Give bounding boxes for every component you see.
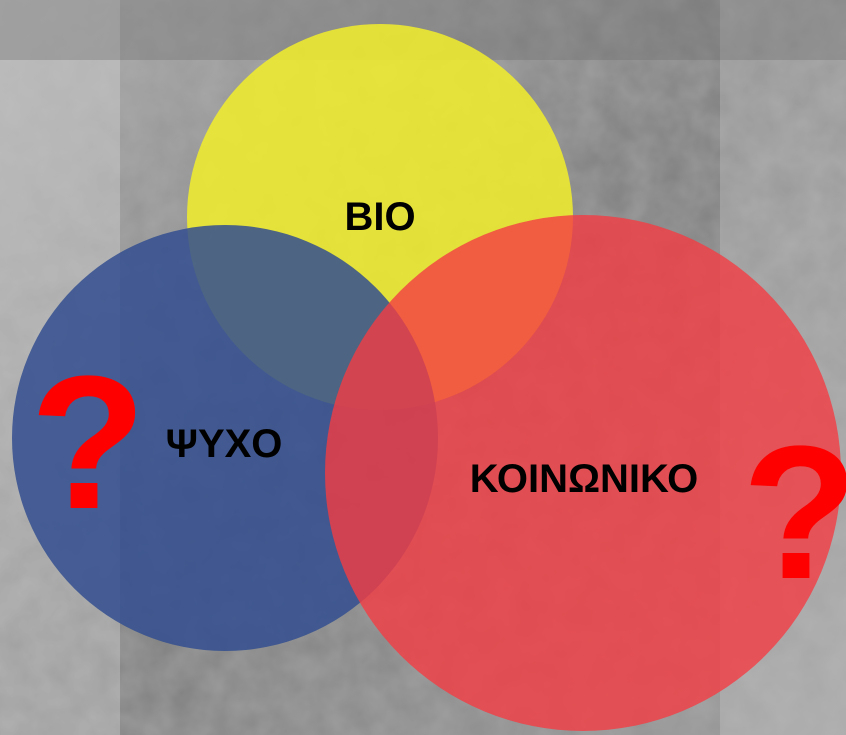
question-mark-left: ? bbox=[30, 337, 146, 549]
bio-label: ΒΙΟ bbox=[344, 195, 415, 239]
social-label: ΚΟΙΝΩΝΙΚΟ bbox=[470, 457, 698, 501]
psycho-label: ΨΥΧΟ bbox=[166, 422, 283, 466]
social-circle bbox=[325, 215, 841, 731]
psycho-circle bbox=[12, 225, 438, 651]
question-mark-right: ? bbox=[742, 407, 846, 619]
